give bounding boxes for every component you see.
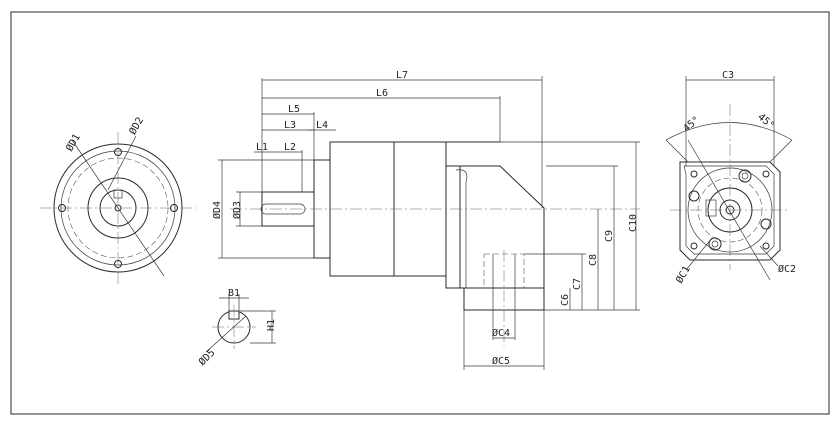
gearbox-side-view <box>230 76 640 346</box>
label-l1: L1 <box>256 142 268 153</box>
label-c2: ØC2 <box>778 263 796 275</box>
height-dimensions-right: C10 C9 C8 C7 C6 <box>500 141 640 311</box>
label-c3: C3 <box>722 70 734 81</box>
label-c10: C10 <box>628 214 639 232</box>
output-flange-view: 45° 45° C3 ØC1 ØC2 <box>665 70 796 286</box>
label-angle-right: 45° <box>755 112 776 132</box>
label-d1: ØD1 <box>63 132 82 154</box>
diameter-dimensions-left: ØD4 ØD3 <box>211 159 314 259</box>
label-l7: L7 <box>396 70 408 81</box>
label-c5: ØC5 <box>492 355 510 367</box>
label-c1: ØC1 <box>673 264 692 286</box>
label-h1: H1 <box>266 319 277 331</box>
output-shaft-dimensions: ØC4 ØC5 <box>463 310 545 370</box>
label-l4: L4 <box>316 120 328 131</box>
label-l6: L6 <box>376 88 388 99</box>
drawing-frame <box>10 11 830 415</box>
label-d2: ØD2 <box>127 115 146 137</box>
label-l5: L5 <box>288 104 300 115</box>
label-d5: ØD5 <box>196 347 217 368</box>
label-c6: C6 <box>560 294 571 306</box>
label-d3: ØD3 <box>231 201 243 219</box>
label-c9: C9 <box>604 230 615 242</box>
label-c4: ØC4 <box>492 327 510 339</box>
label-c8: C8 <box>588 254 599 266</box>
label-d4: ØD4 <box>211 201 223 219</box>
label-l2: L2 <box>284 142 296 153</box>
label-l3: L3 <box>284 120 296 131</box>
flange-front-view: ØD1 ØD2 <box>40 115 196 284</box>
label-c7: C7 <box>572 278 583 290</box>
shaft-section-view: B1 H1 ØD5 <box>196 288 277 368</box>
label-b1: B1 <box>228 288 240 299</box>
length-dimensions: L7 L6 L5 L3 L4 L1 L2 <box>254 70 542 192</box>
